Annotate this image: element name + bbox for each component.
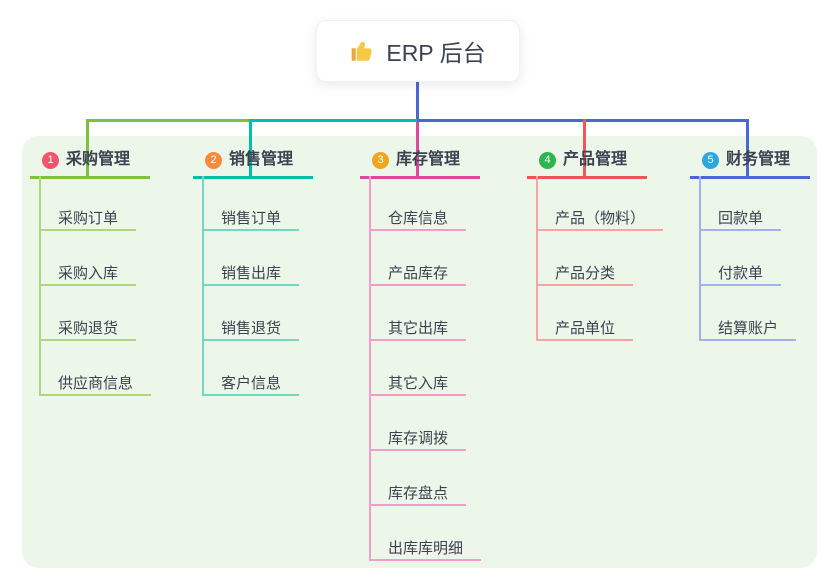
topic-item[interactable]: 付款单 [701, 231, 782, 286]
connector-drop-4 [583, 119, 586, 179]
connector-drop-2 [249, 119, 252, 179]
branch-4-label: 产品管理 [563, 151, 628, 168]
topic-item[interactable]: 出库库明细 [371, 506, 482, 561]
branch-2-children: 销售订单销售出库销售退货客户信息 [202, 176, 300, 396]
topic-item[interactable]: 产品分类 [538, 231, 634, 286]
topic-item[interactable]: 结算账户 [701, 286, 797, 341]
topic-item[interactable]: 采购订单 [41, 176, 137, 231]
topic-item[interactable]: 库存盘点 [371, 451, 467, 506]
root-topic[interactable]: ERP 后台 [316, 20, 520, 82]
branch-5-header[interactable]: 5 财务管理 [690, 150, 810, 179]
connector-drop-5 [746, 119, 749, 179]
branch-3-number-badge: 3 [372, 151, 389, 169]
branch-1-label: 采购管理 [66, 151, 131, 168]
topic-item[interactable]: 产品库存 [371, 231, 467, 286]
branch-4-header[interactable]: 4 产品管理 [527, 150, 647, 179]
topic-item[interactable]: 回款单 [701, 176, 782, 231]
branch-1-children: 采购订单采购入库采购退货供应商信息 [39, 176, 152, 396]
topic-item[interactable]: 供应商信息 [41, 341, 152, 396]
topic-item[interactable]: 其它入库 [371, 341, 467, 396]
branch-5-number-badge: 5 [702, 151, 719, 169]
branch-1-number-badge: 1 [42, 151, 59, 169]
topic-item[interactable]: 库存调拨 [371, 396, 467, 451]
topic-item[interactable]: 销售退货 [204, 286, 300, 341]
branches-panel [22, 136, 817, 568]
branch-3-header[interactable]: 3 库存管理 [360, 150, 480, 179]
branch-2-number-badge: 2 [205, 151, 222, 169]
branch-5-children: 回款单付款单结算账户 [699, 176, 797, 341]
branch-2-header[interactable]: 2 销售管理 [193, 150, 313, 179]
topic-item[interactable]: 客户信息 [204, 341, 300, 396]
branch-1-header[interactable]: 1 采购管理 [30, 150, 150, 179]
topic-item[interactable]: 仓库信息 [371, 176, 467, 231]
connector-horizontal-left [87, 119, 250, 122]
topic-item[interactable]: 采购入库 [41, 231, 137, 286]
branch-5-label: 财务管理 [726, 151, 791, 168]
branch-4-number-badge: 4 [539, 151, 556, 169]
topic-item[interactable]: 产品单位 [538, 286, 634, 341]
branch-4-children: 产品（物料）产品分类产品单位 [536, 176, 664, 341]
topic-item[interactable]: 采购退货 [41, 286, 137, 341]
topic-item[interactable]: 销售出库 [204, 231, 300, 286]
topic-item[interactable]: 销售订单 [204, 176, 300, 231]
branch-2-label: 销售管理 [229, 151, 294, 168]
topic-item[interactable]: 其它出库 [371, 286, 467, 341]
connector-drop-1 [86, 119, 89, 179]
connector-horizontal-mid [250, 119, 417, 122]
branch-3-children: 仓库信息产品库存其它出库其它入库库存调拨库存盘点出库库明细 [369, 176, 482, 561]
thumbs-up-icon [350, 38, 376, 64]
root-topic-label: ERP 后台 [386, 40, 486, 66]
connector-root-drop [416, 82, 419, 122]
branch-3-label: 库存管理 [396, 151, 461, 168]
connector-drop-3 [416, 122, 419, 179]
topic-item[interactable]: 产品（物料） [538, 176, 664, 231]
